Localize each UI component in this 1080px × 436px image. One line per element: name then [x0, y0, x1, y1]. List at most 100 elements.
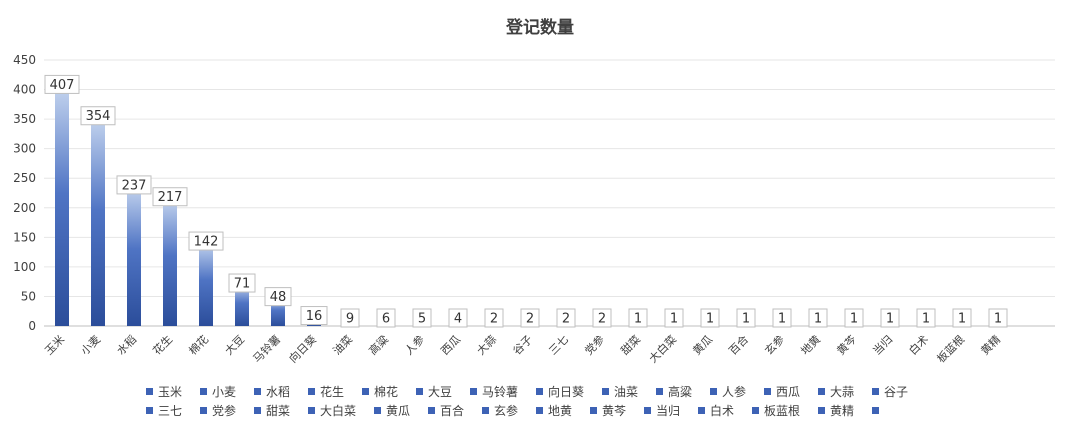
x-tick-label: 高粱	[366, 332, 391, 357]
bar-layer	[55, 85, 1005, 326]
legend-item-label: 黄精	[830, 404, 854, 418]
legend-marker	[428, 407, 435, 414]
data-label-box	[152, 187, 188, 207]
data-label-box	[916, 308, 936, 328]
legend-item-label: 百合	[440, 403, 464, 418]
legend-item-label: 水稻	[266, 385, 290, 399]
data-label-box	[880, 308, 900, 328]
legend-item-label: 向日葵	[548, 384, 584, 399]
x-tick-label: 水稻	[114, 333, 139, 358]
data-label-box	[556, 308, 576, 328]
data-label: 9	[346, 312, 354, 327]
legend-marker	[374, 407, 381, 414]
x-tick-label: 黄芩	[834, 332, 859, 357]
x-tick-label: 玄参	[762, 332, 787, 357]
data-label: 2	[562, 312, 570, 327]
data-label: 2	[526, 312, 534, 327]
x-tick-label: 人参	[402, 332, 427, 357]
data-label-box	[116, 175, 152, 195]
data-label-box	[772, 308, 792, 328]
legend-marker	[872, 388, 879, 395]
legend-item-label: 油菜	[614, 385, 638, 399]
legend-marker	[416, 388, 423, 395]
bar	[91, 116, 105, 326]
legend-item-label: 高粱	[668, 384, 692, 399]
legend-item-label: 大白菜	[320, 403, 356, 418]
legend-item-label: 马铃薯	[482, 384, 518, 399]
legend-item-label: 大豆	[428, 385, 452, 399]
y-tick-label: 100	[13, 260, 36, 274]
legend-marker	[146, 388, 153, 395]
legend-marker	[308, 407, 315, 414]
data-label: 1	[850, 312, 858, 327]
chart-title: 登记数量	[505, 17, 574, 38]
data-label-box	[844, 308, 864, 328]
x-tick-label: 百合	[726, 332, 751, 357]
bar	[55, 85, 69, 326]
y-tick-label: 200	[13, 201, 36, 215]
data-label-box	[628, 308, 648, 328]
legend-marker	[482, 407, 489, 414]
legend-marker	[818, 407, 825, 414]
y-tick-label: 450	[13, 53, 36, 67]
x-tick-label: 大豆	[222, 332, 247, 357]
data-label-box	[412, 308, 432, 328]
x-tick-label: 向日葵	[286, 332, 319, 365]
data-label: 6	[382, 312, 390, 327]
data-label: 71	[234, 277, 251, 292]
legend-marker	[200, 388, 207, 395]
y-tick-label: 0	[28, 319, 36, 333]
legend-marker	[698, 407, 705, 414]
legend-item-label: 白术	[710, 403, 734, 418]
x-tick-layer: 玉米小麦水稻花生棉花大豆马铃薯向日葵油菜高粱人参西瓜大蒜谷子三七党参甜菜大白菜黄…	[42, 332, 1003, 365]
data-label: 1	[670, 312, 678, 327]
legend-marker	[146, 407, 153, 414]
legend-marker	[254, 388, 261, 395]
legend-item-label: 板蓝根	[764, 404, 800, 418]
legend-item-label: 玉米	[158, 385, 182, 399]
legend-item-label: 人参	[722, 384, 746, 399]
y-tick-label: 350	[13, 112, 36, 126]
data-label: 407	[50, 78, 75, 93]
legend-item-label: 党参	[212, 403, 236, 418]
legend-marker	[602, 388, 609, 395]
data-label-box	[988, 308, 1008, 328]
data-label-box	[300, 306, 328, 326]
x-tick-label: 板蓝根	[934, 332, 967, 365]
x-tick-label: 大白菜	[646, 332, 679, 365]
data-label-box	[520, 308, 540, 328]
data-label: 1	[994, 312, 1002, 327]
bar	[163, 197, 177, 326]
legend-item-label: 三七	[158, 404, 182, 418]
data-label: 1	[634, 312, 642, 327]
bar	[127, 185, 141, 326]
legend: 玉米小麦水稻花生棉花大豆马铃薯向日葵油菜高粱人参西瓜大蒜谷子三七党参甜菜大白菜黄…	[146, 384, 908, 418]
data-label: 1	[742, 312, 750, 327]
legend-marker	[308, 388, 315, 395]
data-label-box	[188, 231, 224, 251]
legend-marker	[200, 407, 207, 414]
data-label: 142	[194, 235, 219, 250]
legend-item-label: 地黄	[548, 404, 572, 418]
data-label-box	[700, 308, 720, 328]
x-tick-label: 党参	[582, 332, 607, 357]
x-tick-label: 花生	[150, 332, 175, 357]
y-tick-label: 250	[13, 171, 36, 185]
x-tick-label: 玉米	[42, 333, 67, 358]
data-label-box	[808, 308, 828, 328]
legend-marker	[644, 407, 651, 414]
x-tick-label: 油菜	[330, 332, 355, 357]
data-label-box	[592, 308, 612, 328]
x-tick-label: 棉花	[186, 332, 211, 357]
data-label: 2	[490, 312, 498, 327]
data-label-box	[952, 308, 972, 328]
legend-item-label: 甜菜	[266, 404, 290, 418]
legend-item-label: 谷子	[884, 385, 908, 399]
legend-item-label: 西瓜	[776, 385, 800, 399]
legend-marker	[536, 407, 543, 414]
data-label: 5	[418, 312, 426, 327]
data-label-box	[264, 287, 292, 307]
